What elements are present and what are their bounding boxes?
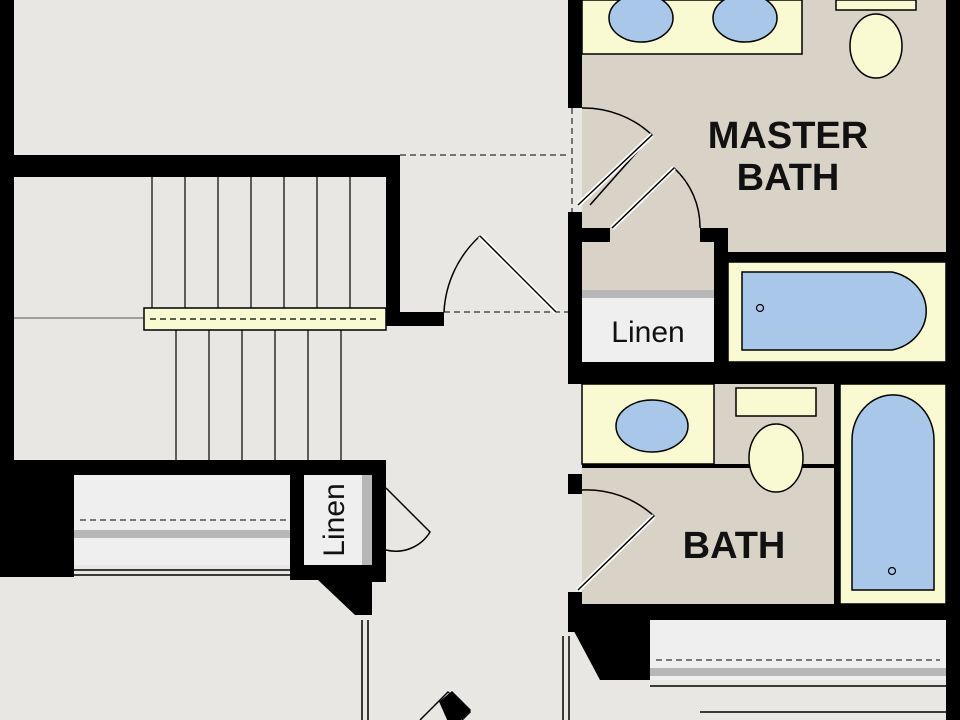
- linen-lower-box: [304, 475, 362, 565]
- stair-treads-upper: [151, 177, 351, 308]
- bath-door: [576, 489, 656, 592]
- master-tub-drain: [755, 303, 765, 313]
- bath-label: BATH: [683, 525, 786, 567]
- master-toilet-tank: [835, 0, 917, 11]
- master-bath-label-line1: MASTER: [708, 115, 868, 157]
- master-bath-label-line2: BATH: [737, 157, 840, 199]
- linen-label-lower: Linen: [318, 483, 351, 556]
- master-tub-basin: [741, 271, 927, 351]
- master-sink-right: [712, 0, 778, 43]
- bath-toilet-tank: [735, 387, 817, 417]
- closet-right-shelf-band: [650, 668, 946, 676]
- master-bath-doors: [576, 107, 701, 230]
- bath-toilet-bowl: [748, 423, 804, 493]
- master-bath-entry-floor: [582, 100, 722, 230]
- master-linen-shelf: [582, 290, 714, 298]
- stair-treads-lower: [175, 330, 342, 460]
- linen-label-upper: Linen: [611, 316, 684, 349]
- bath-tub-drain: [887, 566, 897, 576]
- closet-left-shelf-band: [74, 530, 290, 538]
- hall-door: [443, 234, 558, 314]
- linen-lower-door: [385, 487, 431, 552]
- bath-sink: [615, 399, 689, 453]
- hall-lower-openings: [361, 620, 570, 720]
- master-toilet-bowl: [849, 13, 903, 79]
- master-linen-box: [582, 298, 714, 362]
- bath-tub-basin: [851, 394, 935, 591]
- linen-lower-shelf: [362, 475, 372, 565]
- master-sink-left: [608, 0, 674, 43]
